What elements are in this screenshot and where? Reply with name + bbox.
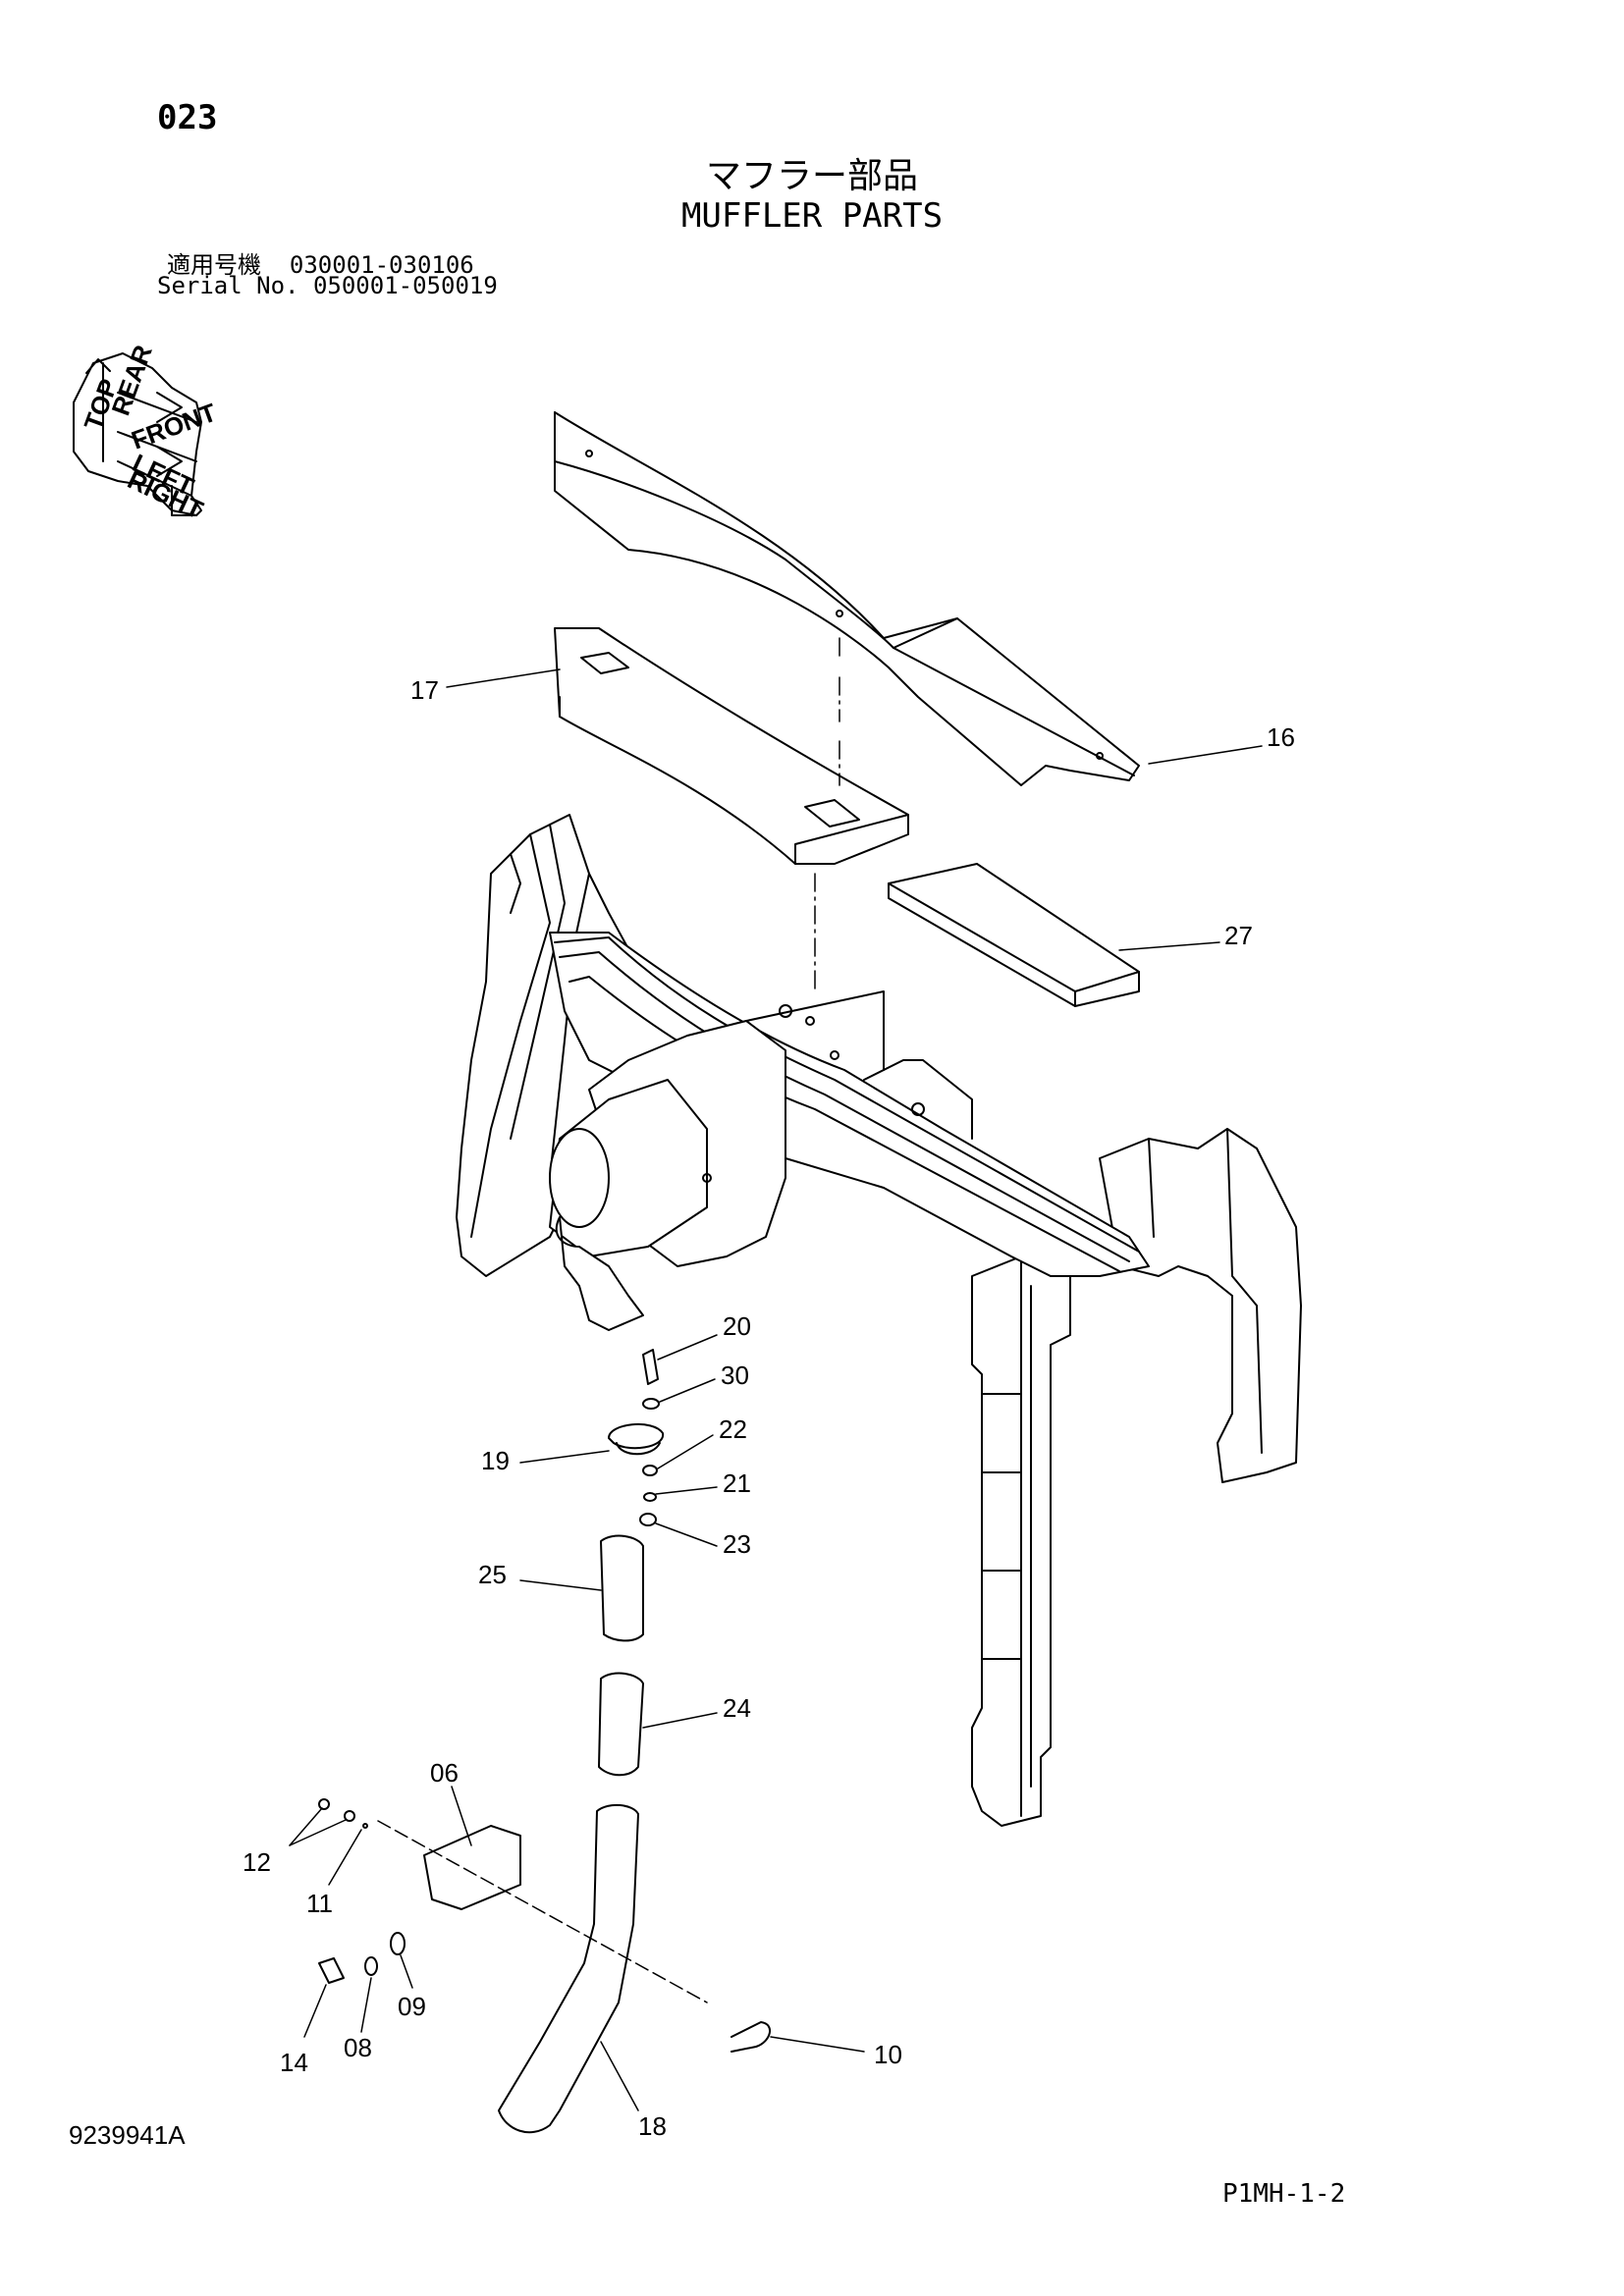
part-27-pad — [888, 863, 1140, 1007]
serial-range-japanese: 適用号機 030001-030106 — [167, 245, 474, 280]
part-06-bracket — [423, 1825, 521, 1910]
part-22-washer — [642, 1465, 658, 1476]
sheet-code: P1MH-1-2 — [1222, 2179, 1346, 2209]
callout-06: 06 — [430, 1758, 459, 1788]
drawing-number: 9239941A — [69, 2120, 186, 2150]
callout-20: 20 — [723, 1311, 751, 1341]
part-25-hose — [600, 1534, 644, 1642]
part-21-lockwasher — [643, 1492, 657, 1502]
callout-08: 08 — [344, 2033, 372, 2062]
part-14-bolt — [318, 1957, 345, 1984]
clamp-hardware-stack — [608, 1349, 665, 1526]
serial-jp-label: 適用号機 — [167, 251, 261, 279]
part-18-tail-pipe — [498, 1803, 639, 2134]
part-23-nut — [639, 1513, 657, 1526]
callout-22: 22 — [719, 1415, 747, 1444]
title-english: MUFFLER PARTS — [680, 196, 944, 236]
part-16-upper-cover — [554, 411, 1140, 786]
muffler-assembly — [549, 990, 885, 1331]
title-japanese: マフラー部品 — [705, 156, 918, 196]
serial-en-label: Serial No. — [157, 272, 299, 299]
serial-jp-value: 030001-030106 — [289, 251, 474, 279]
assembly-line — [377, 1820, 708, 2003]
part-09-grommet — [390, 1932, 406, 1955]
part-12-nut-b — [344, 1810, 355, 1822]
frame-rail — [549, 932, 1150, 1277]
part-08-washer — [364, 1956, 378, 1976]
callout-21: 21 — [723, 1468, 751, 1498]
part-11-pin — [362, 1823, 368, 1829]
callout-24: 24 — [723, 1693, 751, 1723]
part-30-washer — [642, 1398, 660, 1410]
callout-23: 23 — [723, 1529, 751, 1559]
callout-19: 19 — [481, 1446, 510, 1475]
callout-12: 12 — [243, 1847, 271, 1877]
callout-30: 30 — [721, 1361, 749, 1390]
part-19-clamp — [608, 1422, 665, 1450]
part-20-bolt — [642, 1349, 659, 1385]
callout-11: 11 — [306, 1889, 333, 1918]
callout-18: 18 — [638, 2111, 667, 2141]
page-number: 023 — [157, 98, 218, 137]
part-10-u-bolt — [731, 2021, 771, 2053]
part-17-insulator-plate — [554, 627, 909, 865]
orientation-cube-icon: TOP REAR FRONT LEFT RIGHT — [73, 341, 220, 525]
leader-lines — [289, 668, 1263, 2111]
serial-range-english: Serial No. 050001-050019 — [157, 272, 498, 299]
callout-14: 14 — [280, 2048, 308, 2077]
callout-27: 27 — [1224, 921, 1253, 950]
serial-en-value: 050001-050019 — [312, 272, 498, 299]
callout-17: 17 — [410, 675, 439, 705]
callout-10: 10 — [874, 2040, 902, 2069]
part-12-nut-a — [318, 1798, 330, 1810]
callout-25: 25 — [478, 1560, 507, 1589]
frame-right-structure — [971, 1128, 1302, 1827]
callout-16: 16 — [1267, 722, 1295, 752]
callout-09: 09 — [398, 1992, 426, 2021]
part-24-hose — [598, 1672, 644, 1777]
